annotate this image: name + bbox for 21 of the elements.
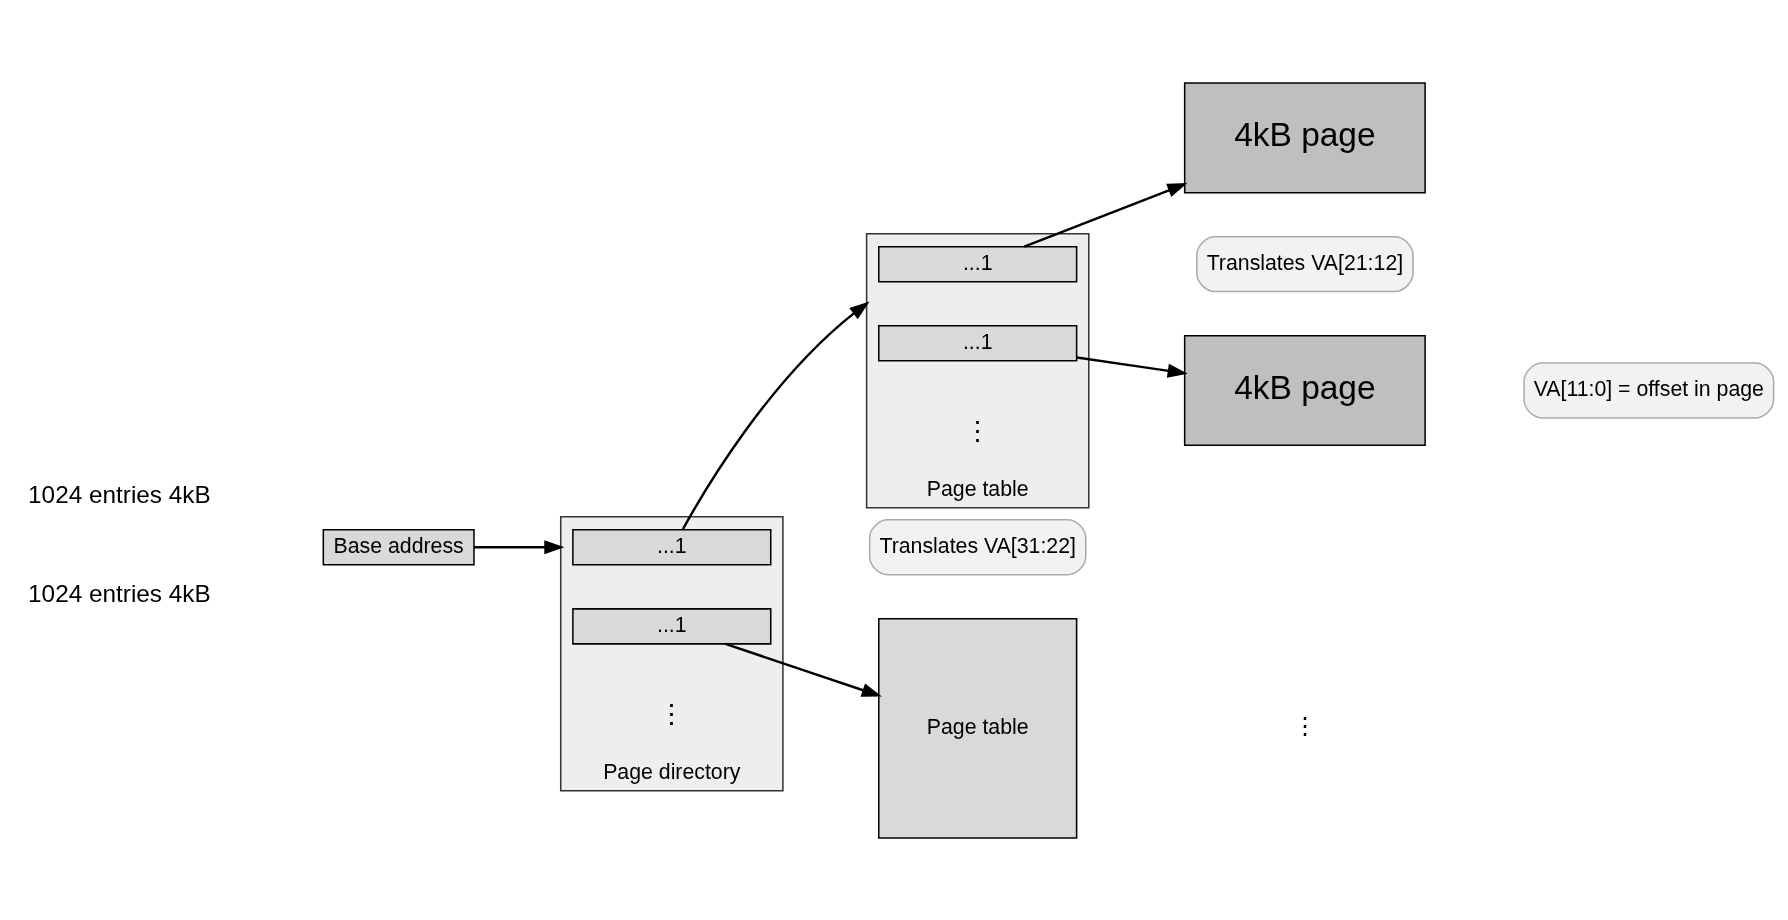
arrow	[725, 642, 882, 697]
arrow	[1023, 182, 1188, 248]
node-box: ...1	[572, 528, 772, 565]
arrow	[1076, 355, 1188, 378]
arrow	[474, 539, 565, 554]
label: 1024 entries 4kB	[28, 480, 211, 508]
label: ⋮	[658, 697, 686, 729]
node-box: ...1	[878, 245, 1078, 282]
node-box: 4kB page	[1183, 334, 1426, 446]
node-box: ...1	[878, 324, 1078, 362]
node-box: VA[11:0] = offset in page	[1523, 361, 1775, 419]
arrow	[681, 301, 870, 530]
node-box: Translates VA[31:22]	[868, 518, 1087, 575]
label: ⋮	[964, 414, 992, 446]
node-box: Translates VA[21:12]	[1196, 235, 1414, 292]
node-box: Page table	[878, 617, 1078, 839]
node-box: 4kB page	[1183, 81, 1426, 193]
node-box: Base address	[322, 528, 475, 565]
label: 1024 entries 4kB	[28, 579, 211, 607]
label: ⋮	[1292, 711, 1317, 739]
node-box: ...1	[572, 607, 772, 645]
